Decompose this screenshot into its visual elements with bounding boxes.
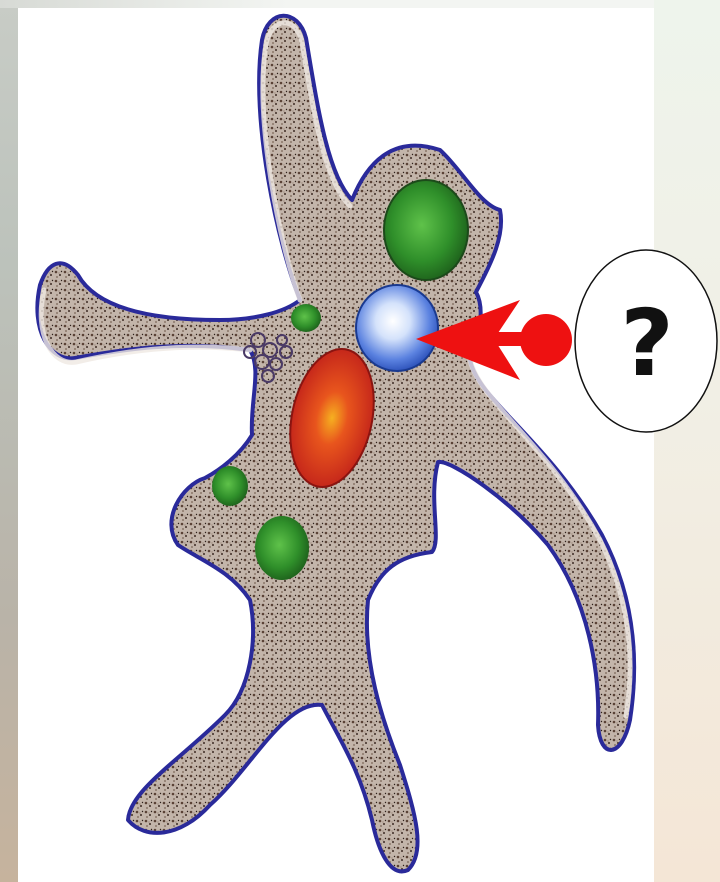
food-vacuole-small bbox=[291, 304, 321, 332]
food-vacuole-bottom bbox=[255, 516, 309, 580]
contractile-vacuole bbox=[356, 285, 438, 371]
pointer-dot bbox=[520, 314, 572, 366]
question-mark: ? bbox=[578, 256, 716, 432]
food-vacuole-left bbox=[212, 466, 248, 506]
food-vacuole-large bbox=[384, 180, 468, 280]
